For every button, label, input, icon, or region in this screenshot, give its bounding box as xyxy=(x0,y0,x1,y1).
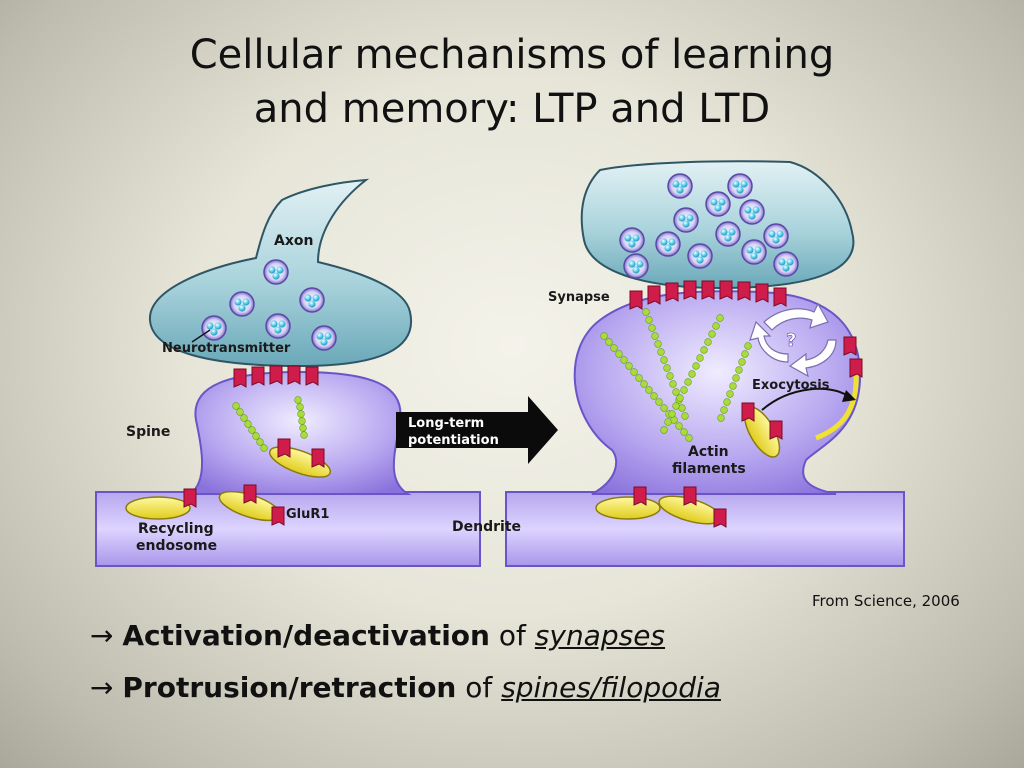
source-citation: From Science, 2006 xyxy=(812,592,960,610)
label-spine: Spine xyxy=(126,424,170,440)
label-actin: Actin xyxy=(688,444,729,460)
bullet-italic-text: synapses xyxy=(534,619,666,652)
label-glur1: GluR1 xyxy=(286,507,329,522)
title-line-2: and memory: LTP and LTD xyxy=(253,86,771,132)
bullet-italic-text: spines/filopodia xyxy=(501,671,721,704)
left-spine xyxy=(186,370,412,495)
right-actin-filaments xyxy=(600,308,752,442)
exocytosis-endosome xyxy=(741,402,783,458)
label-filaments: filaments xyxy=(672,461,746,477)
label-endosome: endosome xyxy=(136,538,217,554)
ltp-arrow: Long-term potentiation xyxy=(396,396,558,464)
recycling-cycle-arrows xyxy=(749,302,837,378)
label-axon: Axon xyxy=(274,233,313,249)
bullet-bold-text: Protrusion/retraction xyxy=(122,671,457,704)
label-synapse: Synapse xyxy=(548,290,610,305)
label-dendrite: Dendrite xyxy=(452,519,521,535)
bullet-item: → Protrusion/retraction of spines/filopo… xyxy=(90,666,721,718)
right-axon-terminal xyxy=(580,160,855,290)
label-recycling: Recycling xyxy=(138,521,214,537)
bullet-item: → Activation/deactivation of synapses xyxy=(90,614,721,666)
slide-title: Cellular mechanisms of learning and memo… xyxy=(0,28,1024,136)
bullet-connector: of xyxy=(465,671,493,704)
question-mark: ? xyxy=(786,330,796,351)
bullet-list: → Activation/deactivation of synapses → … xyxy=(90,614,721,718)
bullet-bold-text: Activation/deactivation xyxy=(122,619,490,652)
bullet-arrow: → xyxy=(90,619,114,652)
title-line-1: Cellular mechanisms of learning xyxy=(189,32,835,78)
arrow-label-line2: potentiation xyxy=(408,433,499,448)
bullet-arrow: → xyxy=(90,671,114,704)
bullet-connector: of xyxy=(498,619,526,652)
label-exocytosis: Exocytosis xyxy=(752,378,830,393)
left-panel xyxy=(95,178,481,567)
arrow-label-line1: Long-term xyxy=(408,416,484,431)
right-panel: ? xyxy=(505,160,905,567)
left-actin-filaments xyxy=(232,396,308,452)
label-neurotransmitter: Neurotransmitter xyxy=(162,341,291,356)
